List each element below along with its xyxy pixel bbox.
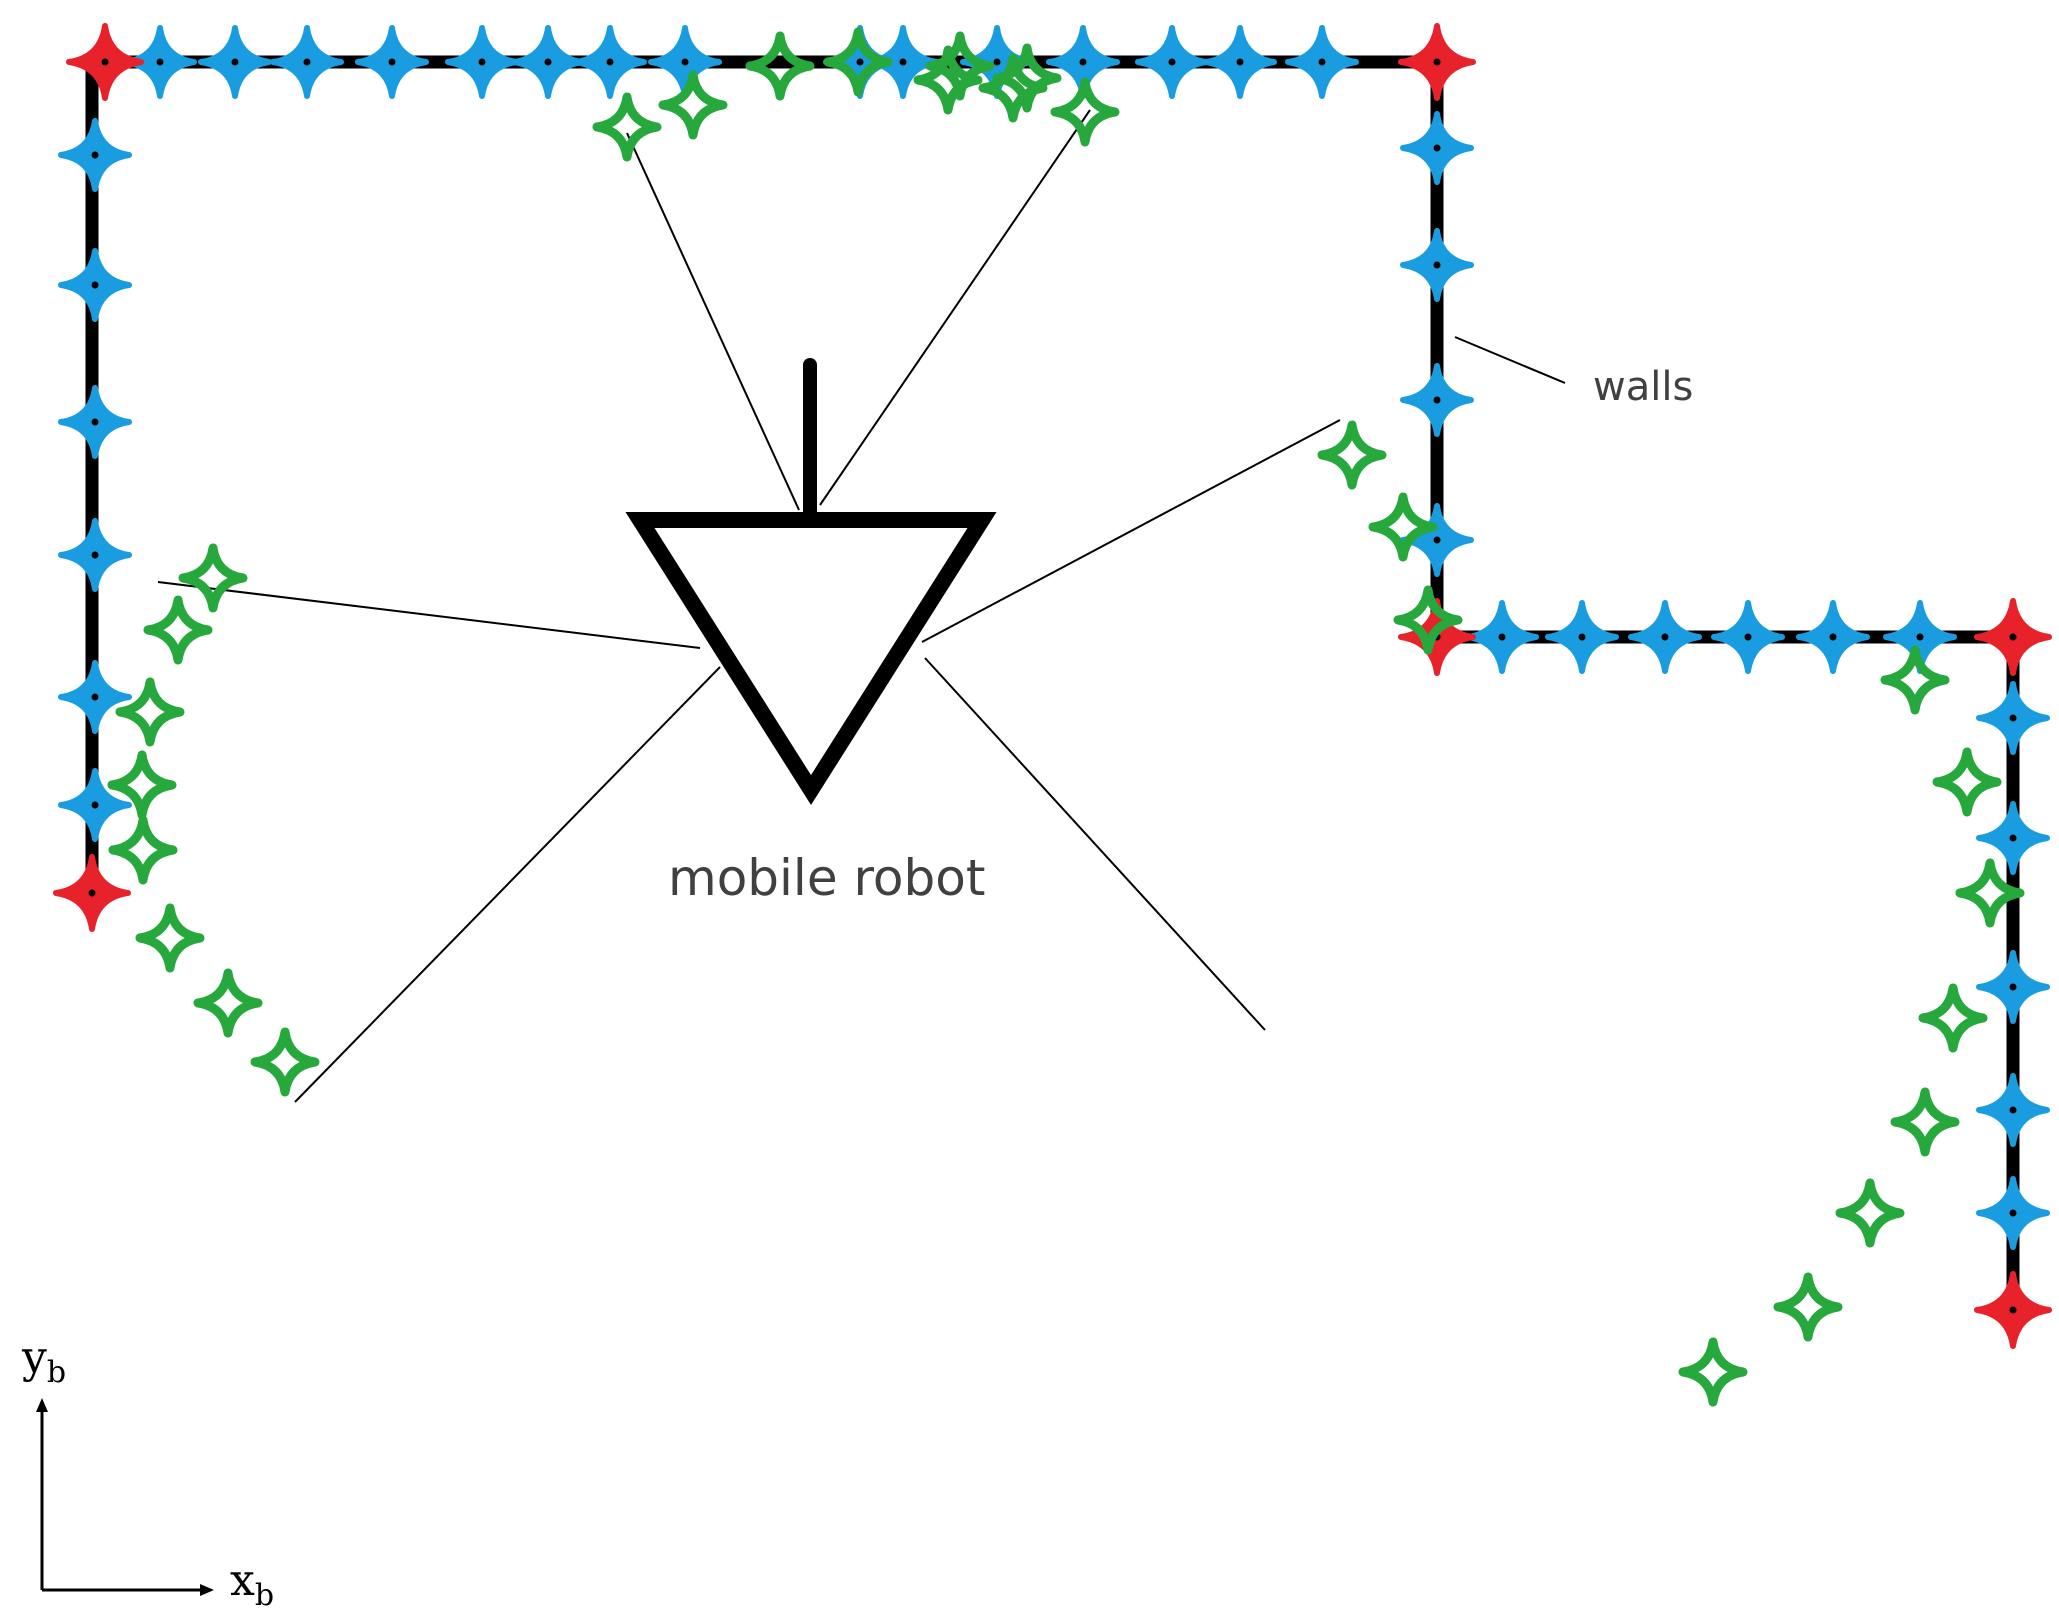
sensor-point-icon (978, 53, 1048, 123)
sensor-point-icon (823, 27, 893, 97)
wall-point-icon (1135, 25, 1209, 99)
sensor-point-icon (745, 31, 815, 101)
wall-point-icon (573, 25, 647, 99)
sensor-beam (924, 657, 1266, 1031)
sensor-point-icon (143, 595, 213, 665)
corner-icon (1398, 23, 1476, 101)
sensor-beam (626, 132, 800, 511)
wall-point-icon (58, 118, 132, 192)
wall-point-icon (58, 660, 132, 734)
wall-point-icon (1400, 363, 1474, 437)
sensor-point-icon (992, 43, 1062, 113)
wall-point-icon (58, 385, 132, 459)
wall-point-icon (1976, 1176, 2050, 1250)
x-axis-label-main: x (230, 1555, 255, 1606)
points-group (53, 23, 2052, 1407)
corner-icon (53, 854, 131, 932)
wall-point-icon (1796, 600, 1870, 674)
sensor-point-icon (108, 815, 178, 885)
wall-point-icon (58, 248, 132, 322)
wall-point-icon (1465, 600, 1539, 674)
x-axis-label-sub: b (255, 1578, 274, 1613)
wall-point-icon (1711, 600, 1785, 674)
sensor-beam (819, 109, 1091, 506)
sensor-point-icon (135, 903, 205, 973)
sensor-beam (294, 666, 721, 1103)
wall-point-icon (1976, 1073, 2050, 1147)
robot-label: mobile robot (668, 849, 985, 907)
corner-icon (66, 23, 144, 101)
corner-icon (1974, 598, 2052, 676)
wall-point-icon (1285, 25, 1359, 99)
wall-point-icon (58, 518, 132, 592)
robot-triangle (625, 512, 997, 805)
sensor-point-icon (193, 968, 263, 1038)
wall-point-icon (198, 25, 272, 99)
wall-point-icon (1545, 600, 1619, 674)
wall-point-icon (648, 25, 722, 99)
wall-point-icon (355, 25, 429, 99)
wall-point-icon (1976, 950, 2050, 1024)
sensor-beam (921, 419, 1341, 643)
sensor-point-icon (1835, 1178, 1905, 1248)
mobile-robot (625, 358, 997, 805)
sensor-point-icon (1317, 420, 1387, 490)
sensor-point-icon (1368, 492, 1438, 562)
walls-group (85, 55, 2020, 1310)
sensor-point-icon (250, 1027, 320, 1097)
wall-point-icon (270, 25, 344, 99)
wall-point-icon (1400, 111, 1474, 185)
sensor-beams (157, 109, 1341, 1103)
walls-label: walls (1593, 364, 1693, 410)
x-axis-arrowhead-icon (200, 1584, 214, 1596)
coordinate-axes: yb xb (21, 1332, 274, 1613)
walls-pointer-line (1454, 336, 1566, 384)
sensor-point-icon (1050, 77, 1120, 147)
sensor-point-icon (1932, 747, 2002, 817)
sensor-point-icon (115, 677, 185, 747)
sensor-point-icon (1393, 585, 1463, 655)
sensor-beam (157, 581, 701, 649)
y-axis-label-main: y (21, 1332, 47, 1383)
wall-point-icon (1976, 801, 2050, 875)
sensor-point-icon (1880, 645, 1950, 715)
sensor-point-icon (592, 92, 662, 162)
sensor-point-icon (1890, 1087, 1960, 1157)
sensor-point-icon (1773, 1272, 1843, 1342)
corner-icon (1974, 1271, 2052, 1349)
sensor-point-icon (1678, 1337, 1748, 1407)
wall-point-icon (1628, 600, 1702, 674)
sensor-point-icon (658, 70, 728, 140)
sensor-point-icon (178, 543, 248, 613)
wall-point-icon (445, 25, 519, 99)
wall-point-icon (1976, 681, 2050, 755)
sensor-point-icon (1918, 983, 1988, 1053)
y-axis-arrowhead-icon (36, 1398, 48, 1412)
wall-point-icon (511, 25, 585, 99)
wall-point-icon (123, 25, 197, 99)
y-axis-label-sub: b (47, 1355, 66, 1390)
sensor-point-icon (1955, 858, 2025, 928)
wall-segment (92, 55, 2020, 1310)
wall-point-icon (58, 768, 132, 842)
wall-point-icon (1203, 25, 1277, 99)
sensor-point-icon (107, 750, 177, 820)
x-axis-label: xb (230, 1555, 274, 1613)
y-axis-label: yb (21, 1332, 66, 1390)
wall-point-icon (1400, 228, 1474, 302)
sensor-point-icon (925, 31, 995, 101)
